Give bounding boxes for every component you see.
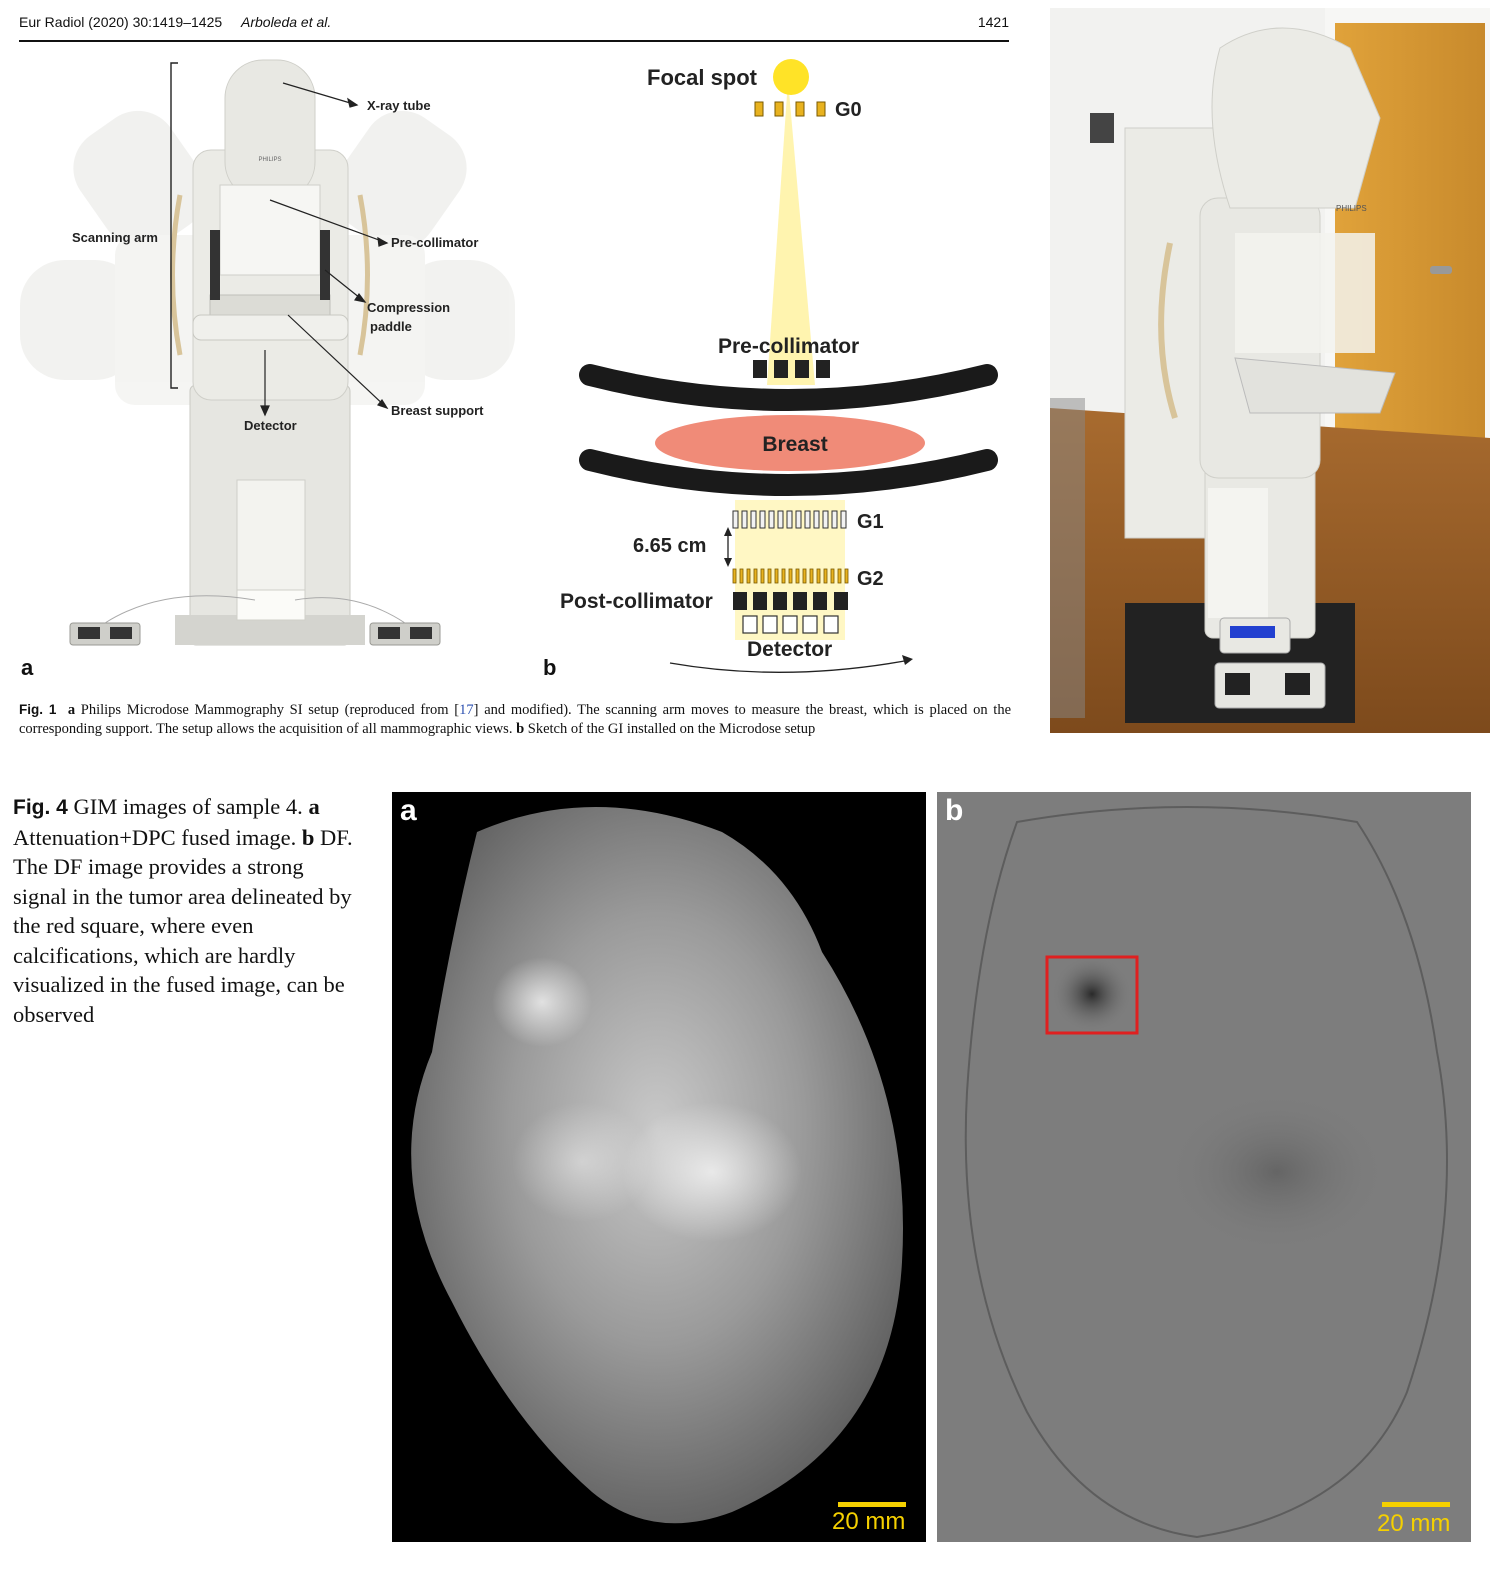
lower-support-arc [579,449,998,496]
label-focal-spot: Focal spot [647,65,758,90]
label-breast: Breast [762,433,827,456]
fig1-panel-a-letter: a [21,655,34,680]
fig4-image-a-fused: a 20 mm [392,792,926,1542]
breast-ellipse [655,415,925,471]
fig1-caption: Fig. 1 a Philips Microdose Mammography S… [19,700,1011,739]
fig4-caption-text1: GIM images of sample 4. [67,794,309,819]
label-post-collimator: Post-collimator [560,590,713,613]
fig1-label: Fig. 1 [19,702,57,717]
label-pre-collimator: Pre-collimator [718,335,859,358]
fig4-caption-text3: DF. The DF image provides a strong signa… [13,824,353,1027]
callout-scanning-arm: Scanning arm [72,230,158,245]
g1-grating [732,510,847,529]
focal-spot-circle [773,59,809,95]
callout-breast-support: Breast support [391,403,484,418]
page-number: 1421 [977,14,1009,30]
fig4-image-b-darkfield: b 20 mm [937,792,1471,1542]
scale-label-a: 20 mm [832,1508,906,1535]
tumor-roi-square [1045,955,1139,1035]
fig1-caption-text2: ] and modified). The scanning arm moves … [19,702,1012,737]
label-g2: G2 [857,568,884,590]
fig4-caption-a: a [308,794,320,819]
fig1-panel-b-schematic: Focal spot G0 Pre-collimator Breast [555,55,1015,685]
fig1-caption-text3: Sketch of the GI installed on the Microd… [524,721,816,737]
post-collimator-blocks [733,592,848,610]
fig1-panel-b-letter: b [543,655,557,680]
label-g1: G1 [857,511,884,533]
fig1-caption-text1: Philips Microdose Mammography SI setup (… [75,702,460,718]
fig4-image-a-letter: a [400,794,417,827]
scale-label-b: 20 mm [1377,1510,1451,1537]
fig1-caption-ref[interactable]: 17 [459,702,474,718]
fig1-panel-a-machine-diagram: PHILIPS X-ray tube Scanning arm Pre-coll… [15,55,515,675]
scan-direction-arrow [669,659,911,673]
fig4-image-b-letter: b [945,794,964,827]
fig4-caption-b: b [301,824,315,850]
callout-detector: Detector [244,418,297,433]
callout-xray-tube: X-ray tube [367,98,431,113]
page-header: Eur Radiol (2020) 30:1419–1425 Arboleda … [19,12,1009,42]
label-g0: G0 [835,99,862,121]
callout-compression-line1: Compression [367,300,450,315]
scale-bar-a [838,1502,906,1507]
g2-grating [732,568,849,584]
running-authors: Arboleda et al. [241,14,332,30]
label-distance: 6.65 cm [633,535,706,557]
journal-citation: Eur Radiol (2020) 30:1419–1425 [19,14,223,30]
detector-pixels [742,615,839,634]
fig1-photo-microdose-room: PHILIPS [1050,8,1490,733]
callout-compression-line2: paddle [370,319,412,334]
photo-philips-text: PHILIPS [1336,204,1367,213]
label-detector: Detector [747,638,832,661]
upper-compression-arc [579,364,998,411]
fig4-caption-text2: Attenuation+DPC fused image. [13,824,302,850]
philips-logo-text: PHILIPS [258,157,281,163]
callout-pre-collimator: Pre-collimator [391,235,478,250]
scale-bar-b [1382,1502,1450,1507]
fig1-caption-b: b [516,721,525,737]
fig1-caption-a: a [67,702,76,718]
g0-grating [754,101,826,117]
fig4-label: Fig. 4 [13,796,68,819]
pre-collimator-blocks [753,360,830,378]
fig4-caption: Fig. 4 GIM images of sample 4. a Attenua… [13,792,358,1029]
